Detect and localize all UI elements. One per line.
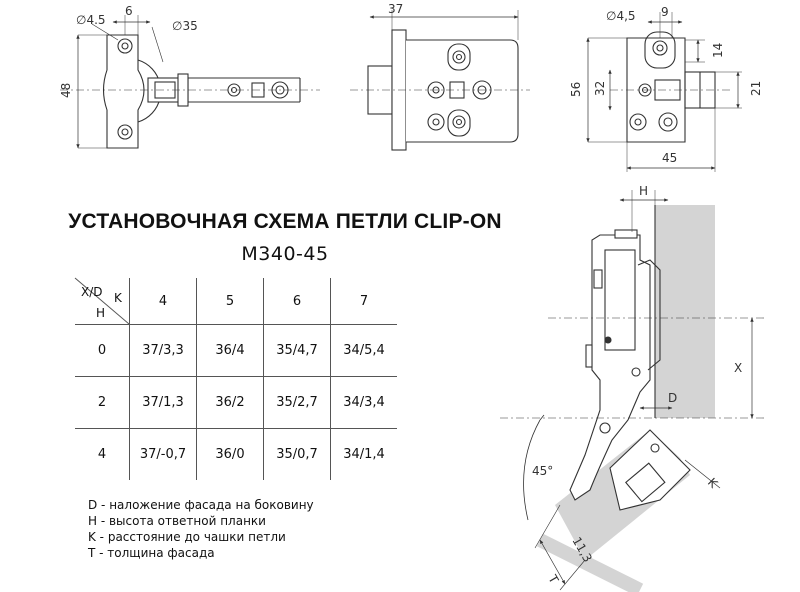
d-dimension-label: D [668,391,677,405]
table-cell: 34/3,4 [330,376,397,429]
corner-xd-label: X/D [81,285,103,299]
table-row: 2 37/1,3 36/2 35/2,7 34/3,4 [75,376,397,429]
height-label: 48 [59,83,73,98]
h-dimension-label: H [639,184,648,198]
t-dimension-label: T [545,572,562,587]
row-header: 2 [75,376,130,429]
table-row: 0 37/3,3 36/4 35/4,7 34/5,4 [75,324,397,377]
column-header: 5 [196,278,264,325]
corner-h-label: H [96,306,106,320]
width-label: 37 [388,2,403,16]
table-cell: 34/5,4 [330,324,397,377]
table-cell: 35/2,7 [263,376,331,429]
legend-item: T - толщина фасада [88,546,215,560]
legend-item: H - высота ответной планки [88,514,266,528]
table-cell: 37/-0,7 [129,428,197,480]
legend-item: K - расстояние до чашки петли [88,530,286,544]
top-view-right [586,12,742,172]
dim-21-label: 21 [749,81,763,96]
row-header: 0 [75,324,130,377]
top-view-left-labels: ∅4.5 6 ∅35 48 [59,4,198,98]
cup-diameter-label: ∅35 [172,19,198,33]
side-view [500,190,765,592]
page-title: УСТАНОВОЧНАЯ СХЕМА ПЕТЛИ CLIP-ON [68,210,502,233]
table-corner-cell: X/D K H [75,278,130,325]
top-view-middle [350,10,530,151]
table-cell: 35/4,7 [263,324,331,377]
column-header: 7 [330,278,397,325]
installation-table: X/D K H 4 5 6 7 0 37/3,3 36/4 35/4,7 34/… [75,278,397,480]
column-header: 4 [129,278,197,325]
corner-k-label: K [114,291,122,305]
dim-14-label: 14 [711,43,725,58]
table-cell: 35/0,7 [263,428,331,480]
top-view-right-labels: ∅4,5 9 14 56 32 21 45 [569,5,763,165]
dim-32-label: 32 [593,81,607,96]
top-view-left [60,15,320,149]
table-cell: 36/4 [196,324,264,377]
table-row: 4 37/-0,7 36/0 35/0,7 34/1,4 [75,428,397,480]
dim-45-label: 45 [662,151,677,165]
top-view-middle-labels: 37 [388,2,403,16]
x-dimension-label: X [734,361,742,375]
table-cell: 37/3,3 [129,324,197,377]
column-header: 6 [263,278,331,325]
legend-item: D - наложение фасада на боковину [88,498,314,512]
table-cell: 36/2 [196,376,264,429]
table-header-row: X/D K H 4 5 6 7 [75,278,397,325]
table-cell: 34/1,4 [330,428,397,480]
model-subtitle: M340-45 [241,243,329,265]
offset-label: 6 [125,4,133,18]
dim-56-label: 56 [569,82,583,97]
table-cell: 36/0 [196,428,264,480]
legend: D - наложение фасада на боковину H - выс… [88,497,314,561]
angle-label: 45° [532,464,553,478]
offset-label-right: 9 [661,5,669,19]
row-header: 4 [97,447,107,462]
table-cell: 37/1,3 [129,376,197,429]
hole-diameter-label-right: ∅4,5 [606,9,636,23]
hole-diameter-label: ∅4.5 [76,13,106,27]
